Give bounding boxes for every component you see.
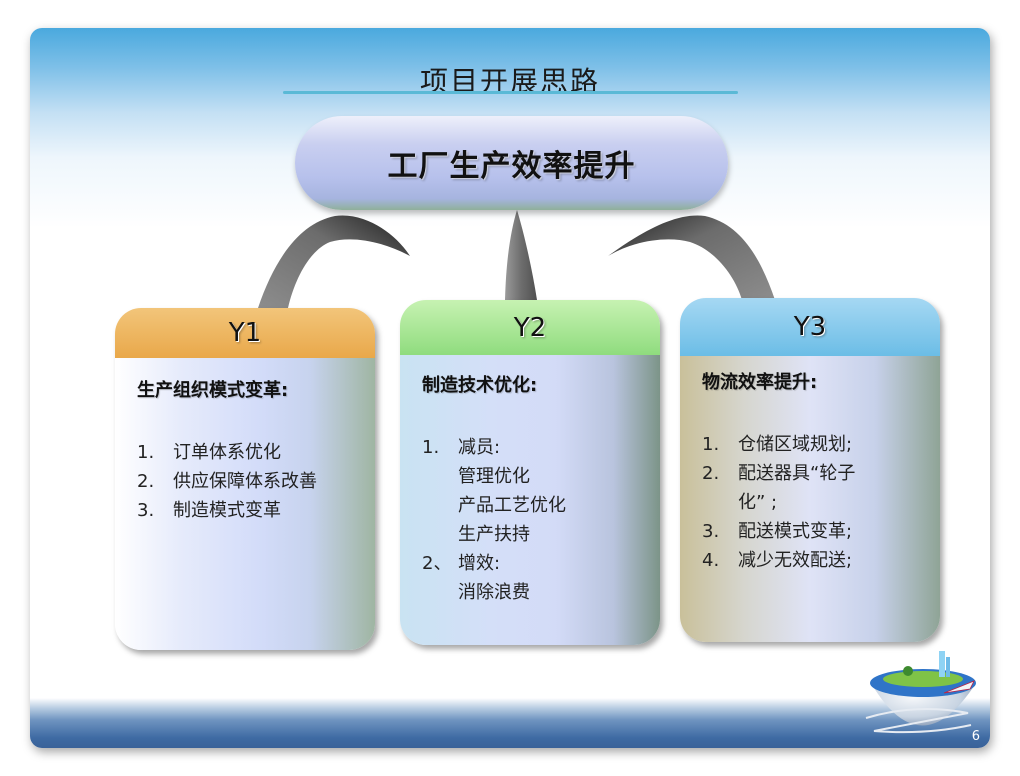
item-text: 配送模式变革; [738, 521, 853, 542]
item-number: 2. [137, 471, 155, 492]
list-item: 3. 制造模式变革 [137, 496, 355, 525]
connector-left [258, 215, 410, 308]
central-goal-pill: 工厂生产效率提升 [295, 116, 728, 210]
title-underline [283, 91, 738, 94]
footer-sea-band [30, 698, 990, 748]
item-number: 2、 [422, 553, 452, 574]
item-number: 3. [137, 500, 155, 521]
item-text: 订单体系优化 [173, 442, 281, 463]
card-body-bg [680, 356, 940, 642]
item-text: 仓储区域规划; [738, 434, 853, 455]
list-item: 产品工艺优化 [422, 491, 640, 520]
item-text: 化” ; [738, 492, 778, 513]
card-body: 生产组织模式变革: 1. 订单体系优化 2. 供应保障体系改善 3. 制造模式变… [115, 358, 375, 525]
list-item: 2. 配送器具“轮子 [702, 459, 920, 488]
list-item: 化” ; [702, 488, 920, 517]
item-text: 减员: [458, 437, 501, 458]
list-item: 1. 仓储区域规划; [702, 430, 920, 459]
list-item: 2. 供应保障体系改善 [137, 467, 355, 496]
list-item: 消除浪费 [422, 578, 640, 607]
card-header: Y1 [115, 308, 375, 358]
item-text: 供应保障体系改善 [173, 471, 317, 492]
item-number: 1. [137, 442, 155, 463]
globe-island-icon [865, 651, 976, 734]
item-text: 生产扶持 [458, 524, 530, 545]
slide-canvas: 项目开展思路 工厂生产效率 [30, 28, 990, 748]
item-text: 增效: [458, 553, 501, 574]
item-text: 消除浪费 [458, 582, 530, 603]
item-number: 1. [422, 437, 440, 458]
item-text: 减少无效配送; [738, 550, 853, 571]
curved-connector-icon [258, 210, 775, 308]
connector-center [505, 210, 537, 300]
item-number [422, 462, 458, 491]
item-number [422, 491, 458, 520]
item-number: 3. [702, 521, 720, 542]
item-number: 4. [702, 550, 720, 571]
page-number: 6 [971, 729, 980, 744]
card-body: 制造技术优化: 1. 减员: 管理优化 产品工艺优化 生产扶持 2、 增效: [400, 355, 660, 607]
list-item: 4. 减少无效配送; [702, 546, 920, 575]
card-heading: 生产组织模式变革: [137, 380, 289, 401]
item-number: 1. [702, 434, 720, 455]
central-goal-text: 工厂生产效率提升 [387, 149, 636, 184]
item-text: 配送器具“轮子 [738, 463, 856, 484]
list-item: 1. 订单体系优化 [137, 438, 355, 467]
card-body-bg [400, 355, 660, 645]
list-item: 2、 增效: [422, 549, 640, 578]
item-number: 2. [702, 463, 720, 484]
item-number [422, 578, 458, 607]
card-body-bg [115, 358, 375, 650]
list-item: 1. 减员: [422, 433, 640, 462]
item-text: 管理优化 [458, 466, 530, 487]
card-heading: 物流效率提升: [702, 372, 818, 393]
card-header: Y3 [680, 298, 940, 356]
card-y1: Y1 生产组织模式变革: 1. 订单体系优化 2. 供应保障体系改善 3. 制造… [115, 308, 375, 650]
card-y3: Y3 物流效率提升: 1. 仓储区域规划; 2. 配送器具“轮子 化” ; 3.… [680, 298, 940, 642]
item-number [702, 488, 738, 517]
connector-right [608, 215, 775, 300]
card-heading: 制造技术优化: [422, 375, 538, 396]
item-text: 产品工艺优化 [458, 495, 566, 516]
card-body: 物流效率提升: 1. 仓储区域规划; 2. 配送器具“轮子 化” ; 3. 配送… [680, 356, 940, 575]
card-y2: Y2 制造技术优化: 1. 减员: 管理优化 产品工艺优化 生产扶持 2、 增效… [400, 300, 660, 645]
list-item: 管理优化 [422, 462, 640, 491]
card-header: Y2 [400, 300, 660, 355]
item-number [422, 520, 458, 549]
list-item: 3. 配送模式变革; [702, 517, 920, 546]
item-text: 制造模式变革 [173, 500, 281, 521]
list-item: 生产扶持 [422, 520, 640, 549]
